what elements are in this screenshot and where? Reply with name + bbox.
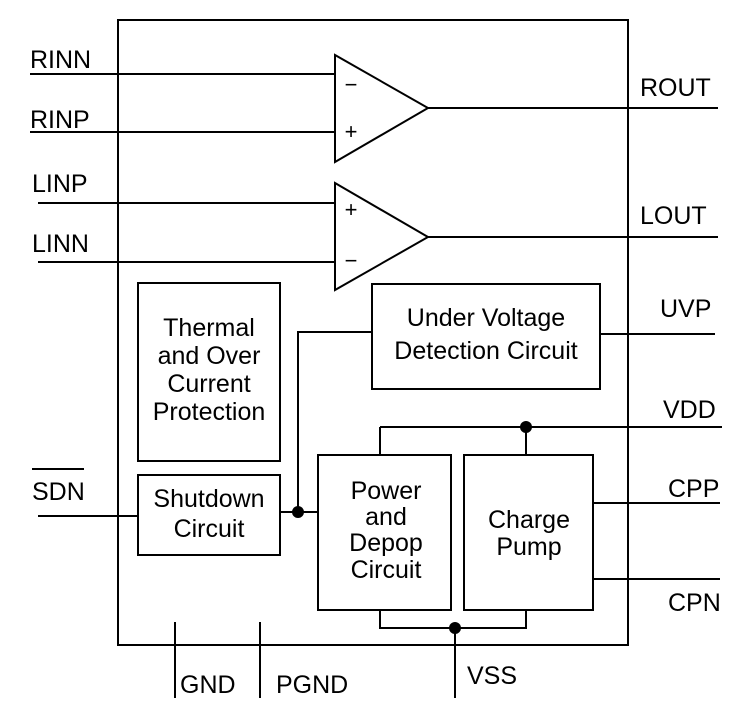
pin-label-gnd: GND: [180, 671, 236, 699]
pin-label-cpn: CPN: [668, 589, 721, 617]
pin-label-linp: LINP: [32, 170, 88, 198]
right-amp-plus-sign: +: [345, 119, 358, 144]
vdd-junction-dot: [520, 421, 532, 433]
power-depop-block: [317, 454, 452, 611]
chip-outline: [117, 19, 629, 646]
pin-label-uvp: UVP: [660, 295, 711, 323]
pin-label-rout: ROUT: [640, 74, 711, 102]
power-depop-label-line-3: Depop: [349, 529, 423, 557]
pin-label-rinn: RINN: [30, 46, 91, 74]
pin-label-sdn: SDN: [32, 478, 85, 506]
uvd-label-line-2: Detection Circuit: [394, 337, 577, 365]
thermal-label-line-4: Protection: [153, 398, 266, 426]
left-amp-minus-sign: −: [345, 248, 358, 273]
uvd-label-line-1: Under Voltage: [407, 304, 565, 332]
right-amp-minus-sign: −: [345, 72, 358, 97]
thermal-label-line-3: Current: [167, 370, 250, 398]
pin-label-cpp: CPP: [668, 475, 719, 503]
shutdown-junction-dot: [292, 506, 304, 518]
pin-label-lout: LOUT: [640, 202, 707, 230]
charge-pump-block: [463, 454, 594, 611]
under-voltage-detection-block: [371, 283, 601, 390]
pin-label-pgnd: PGND: [276, 671, 348, 699]
right-amplifier: [334, 53, 431, 164]
thermal-label-line-2: and Over: [158, 342, 261, 370]
vss-junction-dot: [449, 622, 461, 634]
thermal-protection-block: [137, 282, 281, 462]
power-depop-label-line-2: and: [365, 503, 407, 531]
power-depop-label-line-1: Power: [351, 477, 422, 505]
pin-label-vdd: VDD: [663, 396, 716, 424]
shutdown-label-line-2: Circuit: [174, 515, 245, 543]
charge-pump-label-line-2: Pump: [496, 533, 561, 561]
left-amplifier: [334, 181, 431, 292]
uvd-to-shutdown-wire: [297, 331, 372, 512]
left-amp-plus-sign: +: [345, 197, 358, 222]
pin-label-rinp: RINP: [30, 106, 90, 134]
pin-label-vss: VSS: [467, 662, 517, 690]
thermal-label-line-1: Thermal: [163, 314, 255, 342]
shutdown-label-line-1: Shutdown: [153, 485, 264, 513]
charge-pump-label-line-1: Charge: [488, 506, 570, 534]
power-depop-label-line-4: Circuit: [351, 556, 422, 584]
pin-label-linn: LINN: [32, 230, 89, 258]
